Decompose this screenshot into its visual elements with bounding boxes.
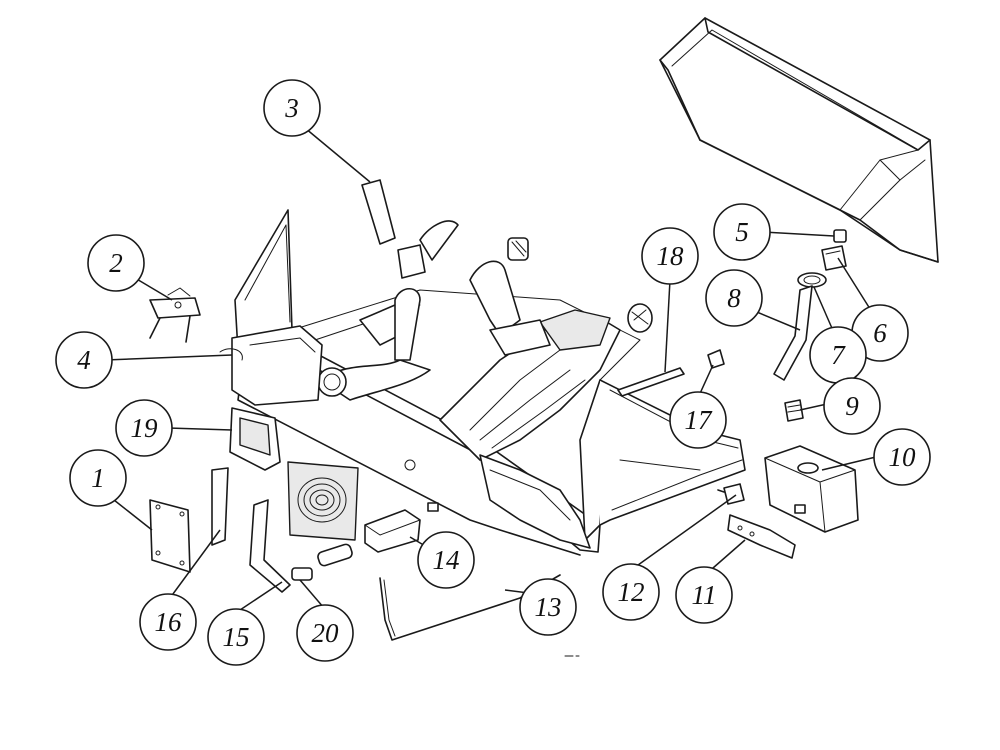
part-20-connector bbox=[291, 543, 353, 581]
callout-16: 16 bbox=[139, 593, 197, 651]
callout-18: 18 bbox=[641, 227, 699, 285]
callout-19: 19 bbox=[115, 399, 173, 457]
part-19-vent bbox=[229, 407, 281, 471]
callout-1-label: 1 bbox=[91, 463, 105, 493]
insulation-mat bbox=[287, 461, 359, 541]
callout-19-label: 19 bbox=[131, 413, 159, 443]
part-12-valve bbox=[717, 483, 745, 505]
callout-12-label: 12 bbox=[618, 577, 645, 607]
callout-7-label: 7 bbox=[831, 340, 846, 370]
callout-14-label: 14 bbox=[433, 545, 460, 575]
part-14-unit bbox=[364, 502, 439, 553]
callout-7: 7 bbox=[809, 326, 867, 384]
part-9-fitting bbox=[784, 399, 804, 422]
part-10-tank bbox=[764, 445, 859, 533]
callout-13-label: 13 bbox=[535, 592, 562, 622]
callout-17-label: 17 bbox=[685, 405, 714, 435]
part-8-hose bbox=[773, 285, 813, 381]
callout-11: 11 bbox=[675, 566, 733, 624]
callout-4: 4 bbox=[55, 331, 113, 389]
part-1-plate bbox=[149, 499, 191, 573]
part-5-cap bbox=[833, 229, 847, 243]
part-11-bracket bbox=[727, 514, 796, 559]
part-6-neck bbox=[821, 245, 847, 271]
callout-5: 5 bbox=[713, 203, 771, 261]
part-4-duct bbox=[219, 325, 323, 406]
callout-3-label: 3 bbox=[284, 93, 299, 123]
callout-20: 20 bbox=[296, 604, 354, 662]
part-18-rod bbox=[617, 367, 685, 397]
upper-cover-panel bbox=[659, 17, 939, 263]
callout-2: 2 bbox=[87, 234, 145, 292]
callout-1: 1 bbox=[69, 449, 127, 507]
callout-8: 8 bbox=[705, 269, 763, 327]
part-3-duct bbox=[361, 179, 459, 279]
part-15-hose bbox=[249, 499, 291, 593]
callout-10-label: 10 bbox=[889, 442, 917, 472]
callout-20-label: 20 bbox=[312, 618, 340, 648]
callout-10: 10 bbox=[873, 428, 931, 486]
callout-16-label: 16 bbox=[155, 607, 183, 637]
callout-4-label: 4 bbox=[77, 345, 91, 375]
callout-5-label: 5 bbox=[735, 217, 749, 247]
callout-13: 13 bbox=[519, 578, 577, 636]
callouts: 1 2 3 4 5 6 7 8 9 10 11 12 13 14 15 16 1… bbox=[55, 79, 931, 666]
callout-2-label: 2 bbox=[109, 248, 123, 278]
callout-11-label: 11 bbox=[692, 580, 717, 610]
callout-15: 15 bbox=[207, 608, 265, 666]
part-2-bracket bbox=[149, 287, 201, 343]
callout-14: 14 bbox=[417, 531, 475, 589]
part-17-sleeve bbox=[707, 349, 725, 369]
callout-12: 12 bbox=[602, 563, 660, 621]
callout-9: 9 bbox=[823, 377, 881, 435]
callout-17: 17 bbox=[669, 391, 727, 449]
part-7-gasket bbox=[797, 272, 827, 288]
callout-8-label: 8 bbox=[727, 283, 741, 313]
callout-6-label: 6 bbox=[873, 318, 887, 348]
part-16-hose bbox=[211, 467, 229, 546]
callout-9-label: 9 bbox=[845, 391, 859, 421]
callout-3: 3 bbox=[263, 79, 321, 137]
callout-18-label: 18 bbox=[657, 241, 685, 271]
callout-15-label: 15 bbox=[223, 622, 250, 652]
